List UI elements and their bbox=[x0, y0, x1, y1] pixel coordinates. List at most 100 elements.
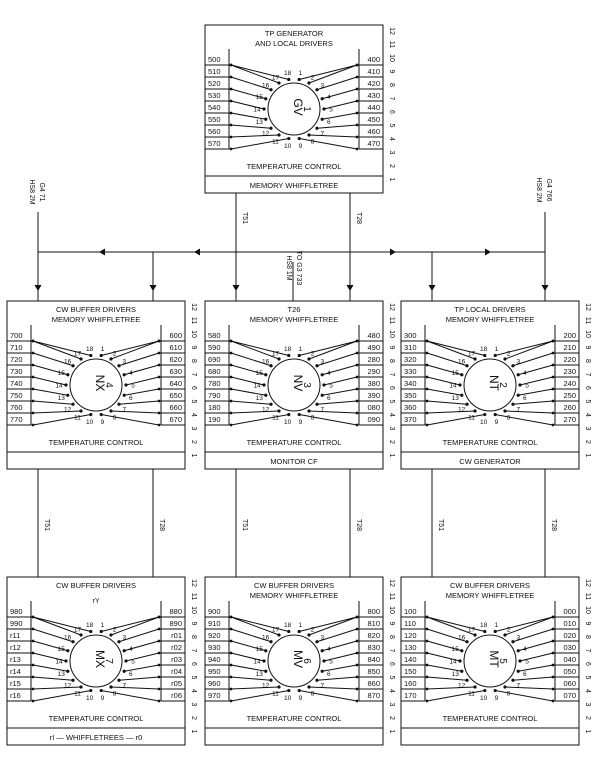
edge-number: 5 bbox=[388, 124, 395, 128]
lead-end-dot bbox=[31, 663, 35, 667]
socket-name: MV bbox=[291, 650, 305, 668]
pin-number: 11 bbox=[468, 415, 475, 422]
lead-end-dot bbox=[229, 615, 233, 619]
pin-number: 7 bbox=[321, 130, 325, 137]
arrowhead bbox=[34, 284, 42, 291]
edge-number: 2 bbox=[190, 440, 197, 444]
pin-number: 9 bbox=[101, 695, 105, 702]
lead-end-dot bbox=[229, 87, 233, 91]
edge-number: 10 bbox=[190, 606, 197, 614]
pin-lead bbox=[495, 616, 554, 632]
edge-number: 12 bbox=[388, 27, 395, 35]
left-terminal-label: r16 bbox=[10, 691, 21, 700]
left-terminal-label: 920 bbox=[208, 631, 221, 640]
pin-number: 5 bbox=[525, 659, 529, 666]
lead-end-dot bbox=[551, 351, 555, 355]
pin-lead bbox=[299, 616, 358, 632]
lead-end-dot bbox=[425, 387, 429, 391]
pin-number: 1 bbox=[299, 622, 303, 629]
pin-lead bbox=[125, 376, 160, 386]
pin-lead bbox=[308, 340, 358, 360]
lead-end-dot bbox=[551, 339, 555, 343]
pin-lead bbox=[32, 676, 74, 681]
panel-frame bbox=[6, 576, 186, 746]
right-terminal-label: 090 bbox=[367, 415, 380, 424]
lead-end-dot bbox=[31, 615, 35, 619]
pin-number: 7 bbox=[321, 682, 325, 689]
pin-number: 14 bbox=[449, 659, 457, 666]
pin-lead bbox=[322, 112, 358, 120]
panel-subtitle: MEMORY WHIFFLETREE bbox=[52, 315, 140, 324]
lead-end-dot bbox=[157, 411, 161, 415]
socket-number: 6 bbox=[301, 658, 312, 664]
pin-lead bbox=[308, 410, 358, 414]
edge-number: 3 bbox=[584, 427, 591, 431]
pin-number: 16 bbox=[262, 83, 270, 90]
left-terminal-label: 900 bbox=[208, 607, 221, 616]
lead-end-dot bbox=[425, 627, 429, 631]
pin-lead bbox=[316, 400, 358, 405]
edge-number: 5 bbox=[388, 400, 395, 404]
lead-end-dot bbox=[355, 687, 359, 691]
left-terminal-label: 580 bbox=[208, 331, 221, 340]
left-terminal-label: 340 bbox=[404, 379, 417, 388]
pin-number: 18 bbox=[284, 622, 292, 629]
panel-title: T26 bbox=[288, 305, 301, 314]
lead-end-dot bbox=[229, 675, 233, 679]
center-feed-label: HS8 1M bbox=[285, 255, 292, 280]
pin-dot bbox=[269, 640, 273, 644]
pin-number: 14 bbox=[253, 659, 261, 666]
left-terminal-label: 370 bbox=[404, 415, 417, 424]
right-terminal-label: 890 bbox=[169, 619, 182, 628]
socket-circle bbox=[267, 634, 321, 688]
pin-number: 18 bbox=[284, 346, 292, 353]
pin-dot bbox=[269, 678, 273, 682]
right-terminal-label: r05 bbox=[171, 679, 182, 688]
pin-dot bbox=[287, 629, 291, 634]
edge-number: 4 bbox=[388, 689, 395, 693]
pin-number: 5 bbox=[131, 659, 135, 666]
right-terminal-label: r03 bbox=[171, 655, 182, 664]
pin-lead bbox=[426, 352, 468, 367]
pin-lead bbox=[32, 352, 74, 367]
temperature-control-label: TEMPERATURE CONTROL bbox=[247, 438, 342, 447]
pin-lead bbox=[230, 628, 272, 643]
pin-lead bbox=[230, 340, 280, 360]
edge-number: 9 bbox=[388, 622, 395, 626]
pin-lead bbox=[299, 414, 358, 426]
right-terminal-label: 840 bbox=[367, 655, 380, 664]
pin-lead bbox=[230, 640, 266, 652]
pin-lead bbox=[110, 616, 160, 636]
edge-number: 5 bbox=[584, 676, 591, 680]
pin-number: 9 bbox=[299, 695, 303, 702]
pin-number: 8 bbox=[507, 415, 511, 422]
pin-number: 6 bbox=[129, 395, 133, 402]
panel-subtitle: MEMORY WHIFFLETREE bbox=[446, 591, 534, 600]
edge-number: 2 bbox=[190, 716, 197, 720]
pin-number: 8 bbox=[311, 139, 315, 146]
pin-number: 17 bbox=[74, 350, 82, 357]
right-terminal-label: 230 bbox=[563, 367, 576, 376]
edge-number: 9 bbox=[190, 622, 197, 626]
lead-end-dot bbox=[157, 651, 161, 655]
lead-end-dot bbox=[551, 615, 555, 619]
pin-dot bbox=[315, 678, 319, 682]
left-terminal-label: 720 bbox=[10, 355, 23, 364]
pin-lead bbox=[323, 100, 358, 110]
pin-lead bbox=[230, 388, 266, 396]
lead-end-dot bbox=[355, 111, 359, 115]
lead-end-dot bbox=[425, 351, 429, 355]
pin-lead bbox=[299, 690, 358, 702]
panel-subtitle: MEMORY WHIFFLETREE bbox=[250, 591, 338, 600]
pin-lead bbox=[230, 76, 272, 91]
right-terminal-label: 420 bbox=[367, 79, 380, 88]
right-terminal-label: 260 bbox=[563, 403, 576, 412]
t28-label: T28 bbox=[355, 519, 362, 531]
pin-lead bbox=[426, 616, 476, 636]
lead-end-dot bbox=[229, 63, 233, 67]
edge-number: 1 bbox=[388, 178, 395, 182]
pin-number: 9 bbox=[299, 419, 303, 426]
pin-number: 6 bbox=[523, 671, 527, 678]
pin-lead bbox=[426, 652, 461, 662]
